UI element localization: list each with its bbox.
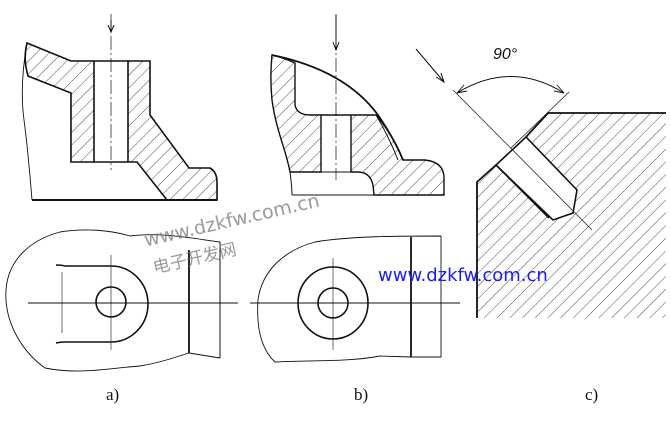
angle-arrowheads-c xyxy=(456,84,565,94)
hole-axis-line-c xyxy=(452,89,593,231)
block-outline-c xyxy=(476,112,666,318)
label-c: c) xyxy=(585,385,599,404)
outer-wavy-edge-a xyxy=(21,42,33,201)
label-a: a) xyxy=(106,385,120,404)
outer-contour-b xyxy=(257,235,442,363)
outer-arc-b xyxy=(271,54,404,161)
arrow-icon-a xyxy=(107,20,115,34)
top-view-b xyxy=(250,235,460,363)
angle-arc-c xyxy=(456,76,565,94)
section-view-b xyxy=(270,14,445,196)
label-b: b) xyxy=(354,385,369,404)
outer-contour-a xyxy=(5,229,221,372)
hatched-right-b xyxy=(350,114,445,196)
lower-recess-b xyxy=(289,171,374,196)
arrow-icon-b xyxy=(332,15,340,52)
extension-line-c xyxy=(510,91,570,149)
arrow-icon-c xyxy=(415,48,445,84)
watermark-url-blue: www.dzkfw.com.cn xyxy=(378,265,548,286)
hatched-left-a xyxy=(24,41,95,163)
section-view-a xyxy=(21,14,218,201)
top-view-a xyxy=(5,229,238,372)
angle-label: 90° xyxy=(493,46,518,63)
inner-arc-b xyxy=(375,114,399,161)
hatched-right-a xyxy=(127,60,218,201)
drilled-hole-c xyxy=(494,135,578,221)
section-view-c xyxy=(415,48,666,318)
slot-a xyxy=(55,264,149,344)
hatched-left-b xyxy=(270,54,322,173)
hatched-block-c xyxy=(477,113,666,318)
